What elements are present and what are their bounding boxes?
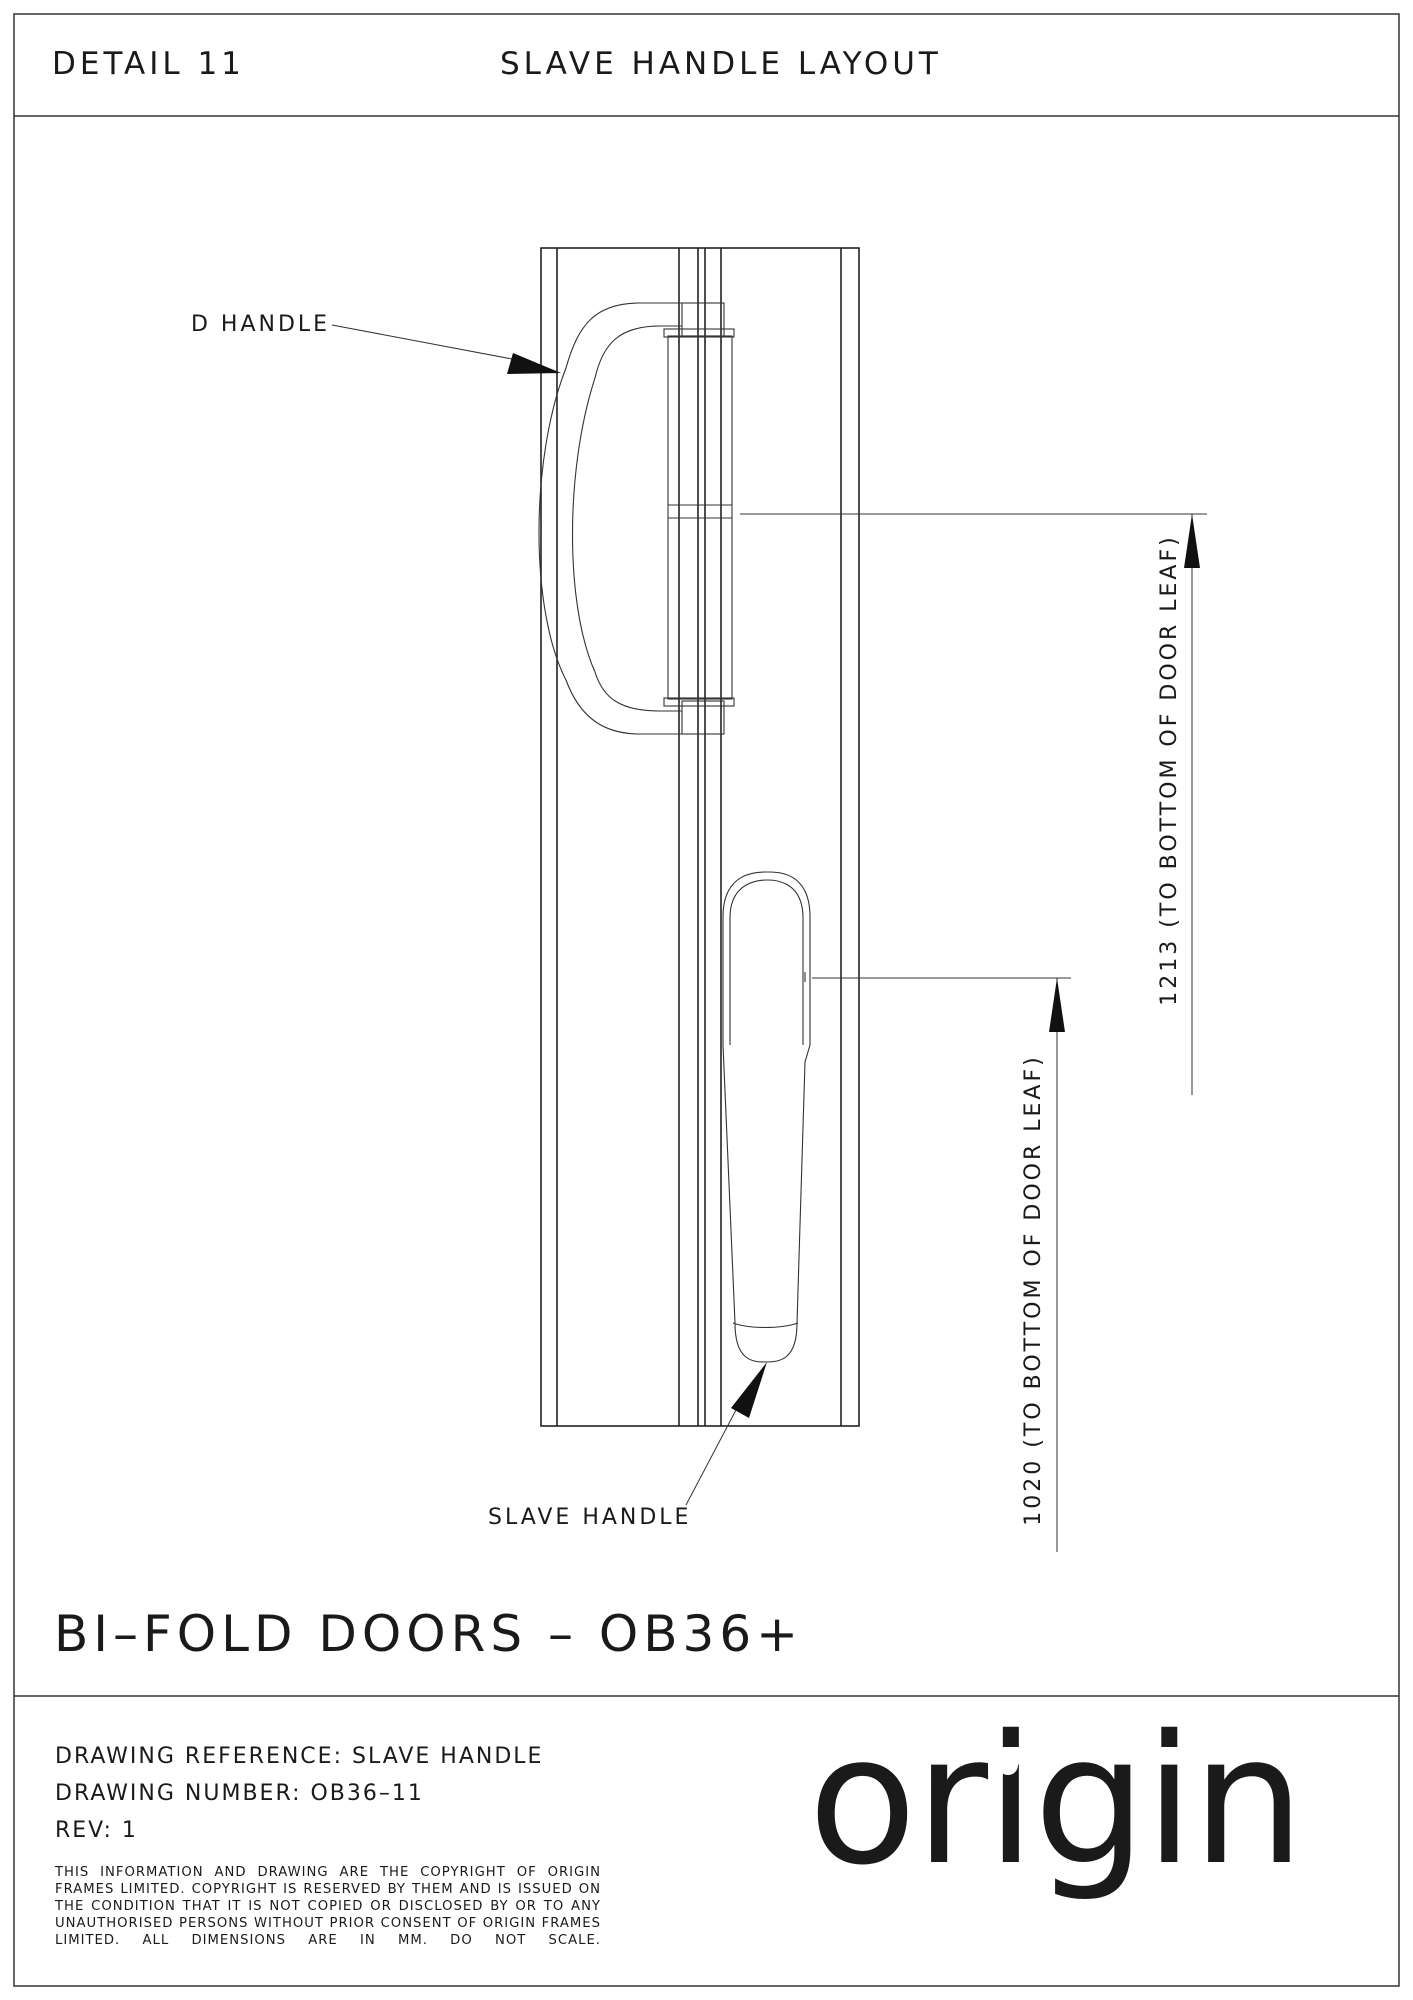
logo-text: origin: [808, 1697, 1303, 1904]
dimension-1020-label: 1020 (TO BOTTOM OF DOOR LEAF): [1021, 1054, 1046, 1525]
dimension-1020: 1020 (TO BOTTOM OF DOOR LEAF): [812, 977, 1071, 1552]
slave-handle-drawing: [722, 871, 811, 1363]
dimension-1213: 1213 (TO BOTTOM OF DOOR LEAF): [740, 513, 1207, 1095]
logo-dot-icon: [998, 1755, 1018, 1775]
d-handle-drawing: [538, 302, 735, 735]
revision: REV: 1: [55, 1818, 138, 1843]
origin-logo: origin: [808, 1697, 1305, 1904]
sheet-border: [13, 13, 1400, 1987]
detail-label: DETAIL 11: [52, 46, 245, 82]
product-title: BI–FOLD DOORS – OB36+: [54, 1605, 804, 1663]
d-handle-label: D HANDLE: [191, 312, 330, 337]
d-handle-leader: [331, 324, 561, 374]
dimension-1213-label: 1213 (TO BOTTOM OF DOOR LEAF): [1157, 534, 1182, 1005]
slave-handle-label: SLAVE HANDLE: [488, 1505, 691, 1530]
drawing-reference: DRAWING REFERENCE: SLAVE HANDLE: [55, 1744, 544, 1769]
slave-handle-leader: [685, 1362, 767, 1506]
sheet-title: SLAVE HANDLE LAYOUT: [500, 46, 942, 82]
copyright-notice: THIS INFORMATION AND DRAWING ARE THE COP…: [55, 1865, 601, 1948]
drawing-number: DRAWING NUMBER: OB36–11: [55, 1781, 424, 1806]
door-profile: [540, 247, 860, 1427]
